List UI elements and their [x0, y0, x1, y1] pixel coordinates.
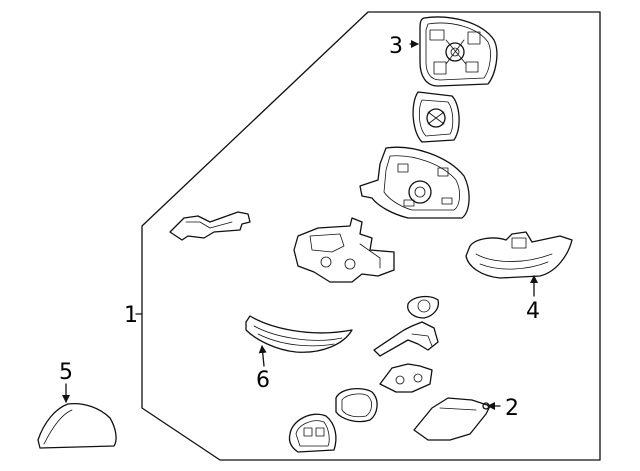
- part-base-mount: [293, 217, 395, 283]
- callout-5: 5: [59, 360, 73, 385]
- part-puddle-lamp-strip: [245, 315, 353, 353]
- callout-2: 2: [505, 396, 519, 421]
- part-turn-signal-lamp: [465, 231, 573, 279]
- assembly-boundary: [141, 11, 601, 461]
- part-mirror-housing: [359, 146, 470, 219]
- leader-6: [258, 345, 267, 367]
- part-mirror-cover: [37, 402, 117, 449]
- part-mirror-glass: [419, 16, 498, 87]
- part-wire-bracket: [169, 211, 251, 241]
- part-camera: [407, 295, 440, 319]
- part-lower-cover: [413, 397, 491, 441]
- part-gasket: [335, 387, 378, 423]
- part-actuator-motor: [412, 91, 460, 143]
- part-lower-lamp: [288, 413, 337, 453]
- part-control-arm: [373, 321, 439, 357]
- callout-1: 1: [124, 303, 138, 328]
- callout-6: 6: [256, 368, 270, 393]
- callout-3: 3: [389, 34, 403, 59]
- callout-4: 4: [526, 299, 540, 324]
- part-small-bracket: [379, 363, 433, 393]
